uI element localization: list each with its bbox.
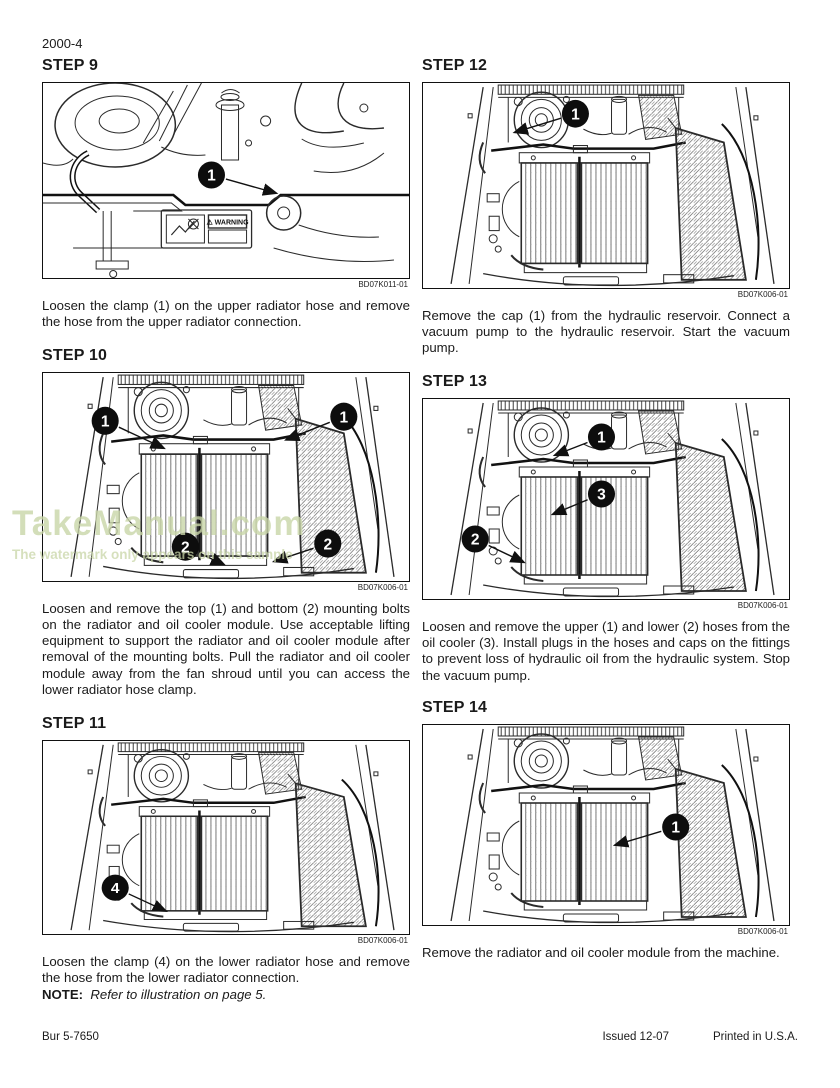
- svg-text:2: 2: [323, 536, 332, 553]
- svg-text:1: 1: [597, 430, 606, 447]
- step-title: STEP 13: [422, 373, 488, 391]
- figure-id: BD07K011-01: [358, 280, 408, 289]
- left-column: STEP 9: [42, 57, 410, 1003]
- svg-text:2: 2: [471, 532, 480, 549]
- step-title: STEP 12: [422, 57, 488, 74]
- step-caption: Remove the cap (1) from the hydraulic re…: [422, 308, 790, 356]
- svg-text:⚠ WARNING: ⚠ WARNING: [206, 219, 249, 227]
- footer-printed: Printed in U.S.A.: [712, 1031, 798, 1043]
- step-caption: Loosen the clamp (4) on the lower radiat…: [42, 953, 410, 985]
- right-column: STEP 12: [422, 57, 790, 978]
- step-caption: Loosen and remove the top (1) and bottom…: [42, 601, 410, 697]
- figure-step-14: 1: [422, 723, 790, 926]
- note-text: Refer to illustration on page 5.: [90, 986, 267, 1002]
- svg-text:2: 2: [181, 539, 190, 556]
- figure-id: BD07K006-01: [357, 935, 408, 945]
- svg-text:1: 1: [339, 409, 348, 426]
- svg-text:1: 1: [101, 414, 110, 431]
- note-label: NOTE:: [42, 986, 84, 1002]
- figure-id: BD07K006-01: [737, 601, 788, 611]
- figure-step-9: ⚠ WARNING 1: [42, 82, 410, 279]
- figure-id: BD07K006-01: [737, 290, 788, 299]
- step-title: STEP 10: [42, 347, 108, 365]
- page-number: 2000-4: [42, 36, 83, 51]
- page-footer: Bur 5-7650 Issued 12-07 Printed in U.S.A…: [42, 1031, 798, 1043]
- figure-step-11: 4: [42, 739, 410, 935]
- step-title: STEP 9: [42, 57, 99, 74]
- step-caption: Remove the radiator and oil cooler modul…: [422, 944, 780, 960]
- figure-step-12: 1: [422, 82, 790, 289]
- svg-text:1: 1: [571, 106, 580, 123]
- svg-text:4: 4: [111, 880, 120, 897]
- svg-text:1: 1: [671, 819, 680, 836]
- step-caption: Loosen and remove the upper (1) and lowe…: [422, 619, 790, 683]
- footer-issued: Issued 12-07: [602, 1031, 669, 1043]
- figure-id: BD07K006-01: [737, 926, 788, 936]
- figure-step-10: 1 1 2 2: [42, 372, 410, 583]
- figure-id: BD07K006-01: [357, 583, 408, 593]
- svg-text:3: 3: [597, 487, 606, 504]
- step-title: STEP 14: [422, 698, 488, 716]
- step-caption: Loosen the clamp (1) on the upper radiat…: [42, 298, 410, 330]
- step-note: NOTE: Refer to illustration on page 5.: [42, 987, 410, 1003]
- svg-text:1: 1: [207, 168, 216, 185]
- footer-document-number: Bur 5-7650: [42, 1031, 99, 1043]
- figure-step-13: 1 2 3: [422, 398, 790, 601]
- step-title: STEP 11: [42, 714, 107, 732]
